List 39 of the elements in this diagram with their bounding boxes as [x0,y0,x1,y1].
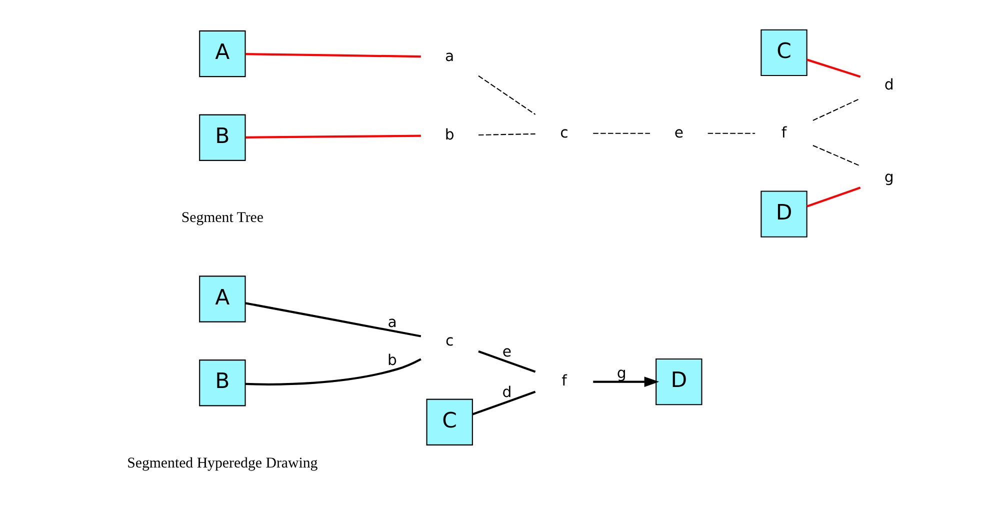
edge-label: b [387,351,396,370]
node-text: c [445,331,454,350]
node-text: d [884,76,894,94]
edge-label: e [502,342,512,361]
node-text: g [884,168,894,186]
node-box: B [198,114,246,161]
connector [478,75,536,115]
node-text: b [444,125,454,144]
node-text: c [560,123,568,142]
connector [478,350,536,373]
node-box: C [760,29,807,76]
connector [244,134,420,138]
connector [478,133,535,136]
node-box: A [198,30,246,78]
label: Segmented Hyperedge Drawing [126,455,318,472]
node-text: a [444,46,454,65]
connector [472,390,536,416]
node-box: C [426,398,472,446]
connector [806,58,860,78]
node-text: f [561,372,566,390]
edge-label: d [502,382,512,401]
label: Segment Tree [180,210,263,226]
edge-label: g [616,364,626,382]
connector [707,132,755,134]
node-box: D [760,190,807,238]
connector [244,302,421,338]
node-box: A [198,276,246,322]
edge-label: a [387,312,396,331]
arrow [592,376,659,388]
node-text: f [780,123,786,142]
node-text: e [674,123,683,142]
connector [812,98,860,121]
node-box: D [655,358,702,406]
connector [244,358,421,386]
connector [806,186,860,208]
node-box: B [198,360,246,406]
connector [592,132,650,134]
connector [244,53,420,58]
connector [812,144,860,166]
